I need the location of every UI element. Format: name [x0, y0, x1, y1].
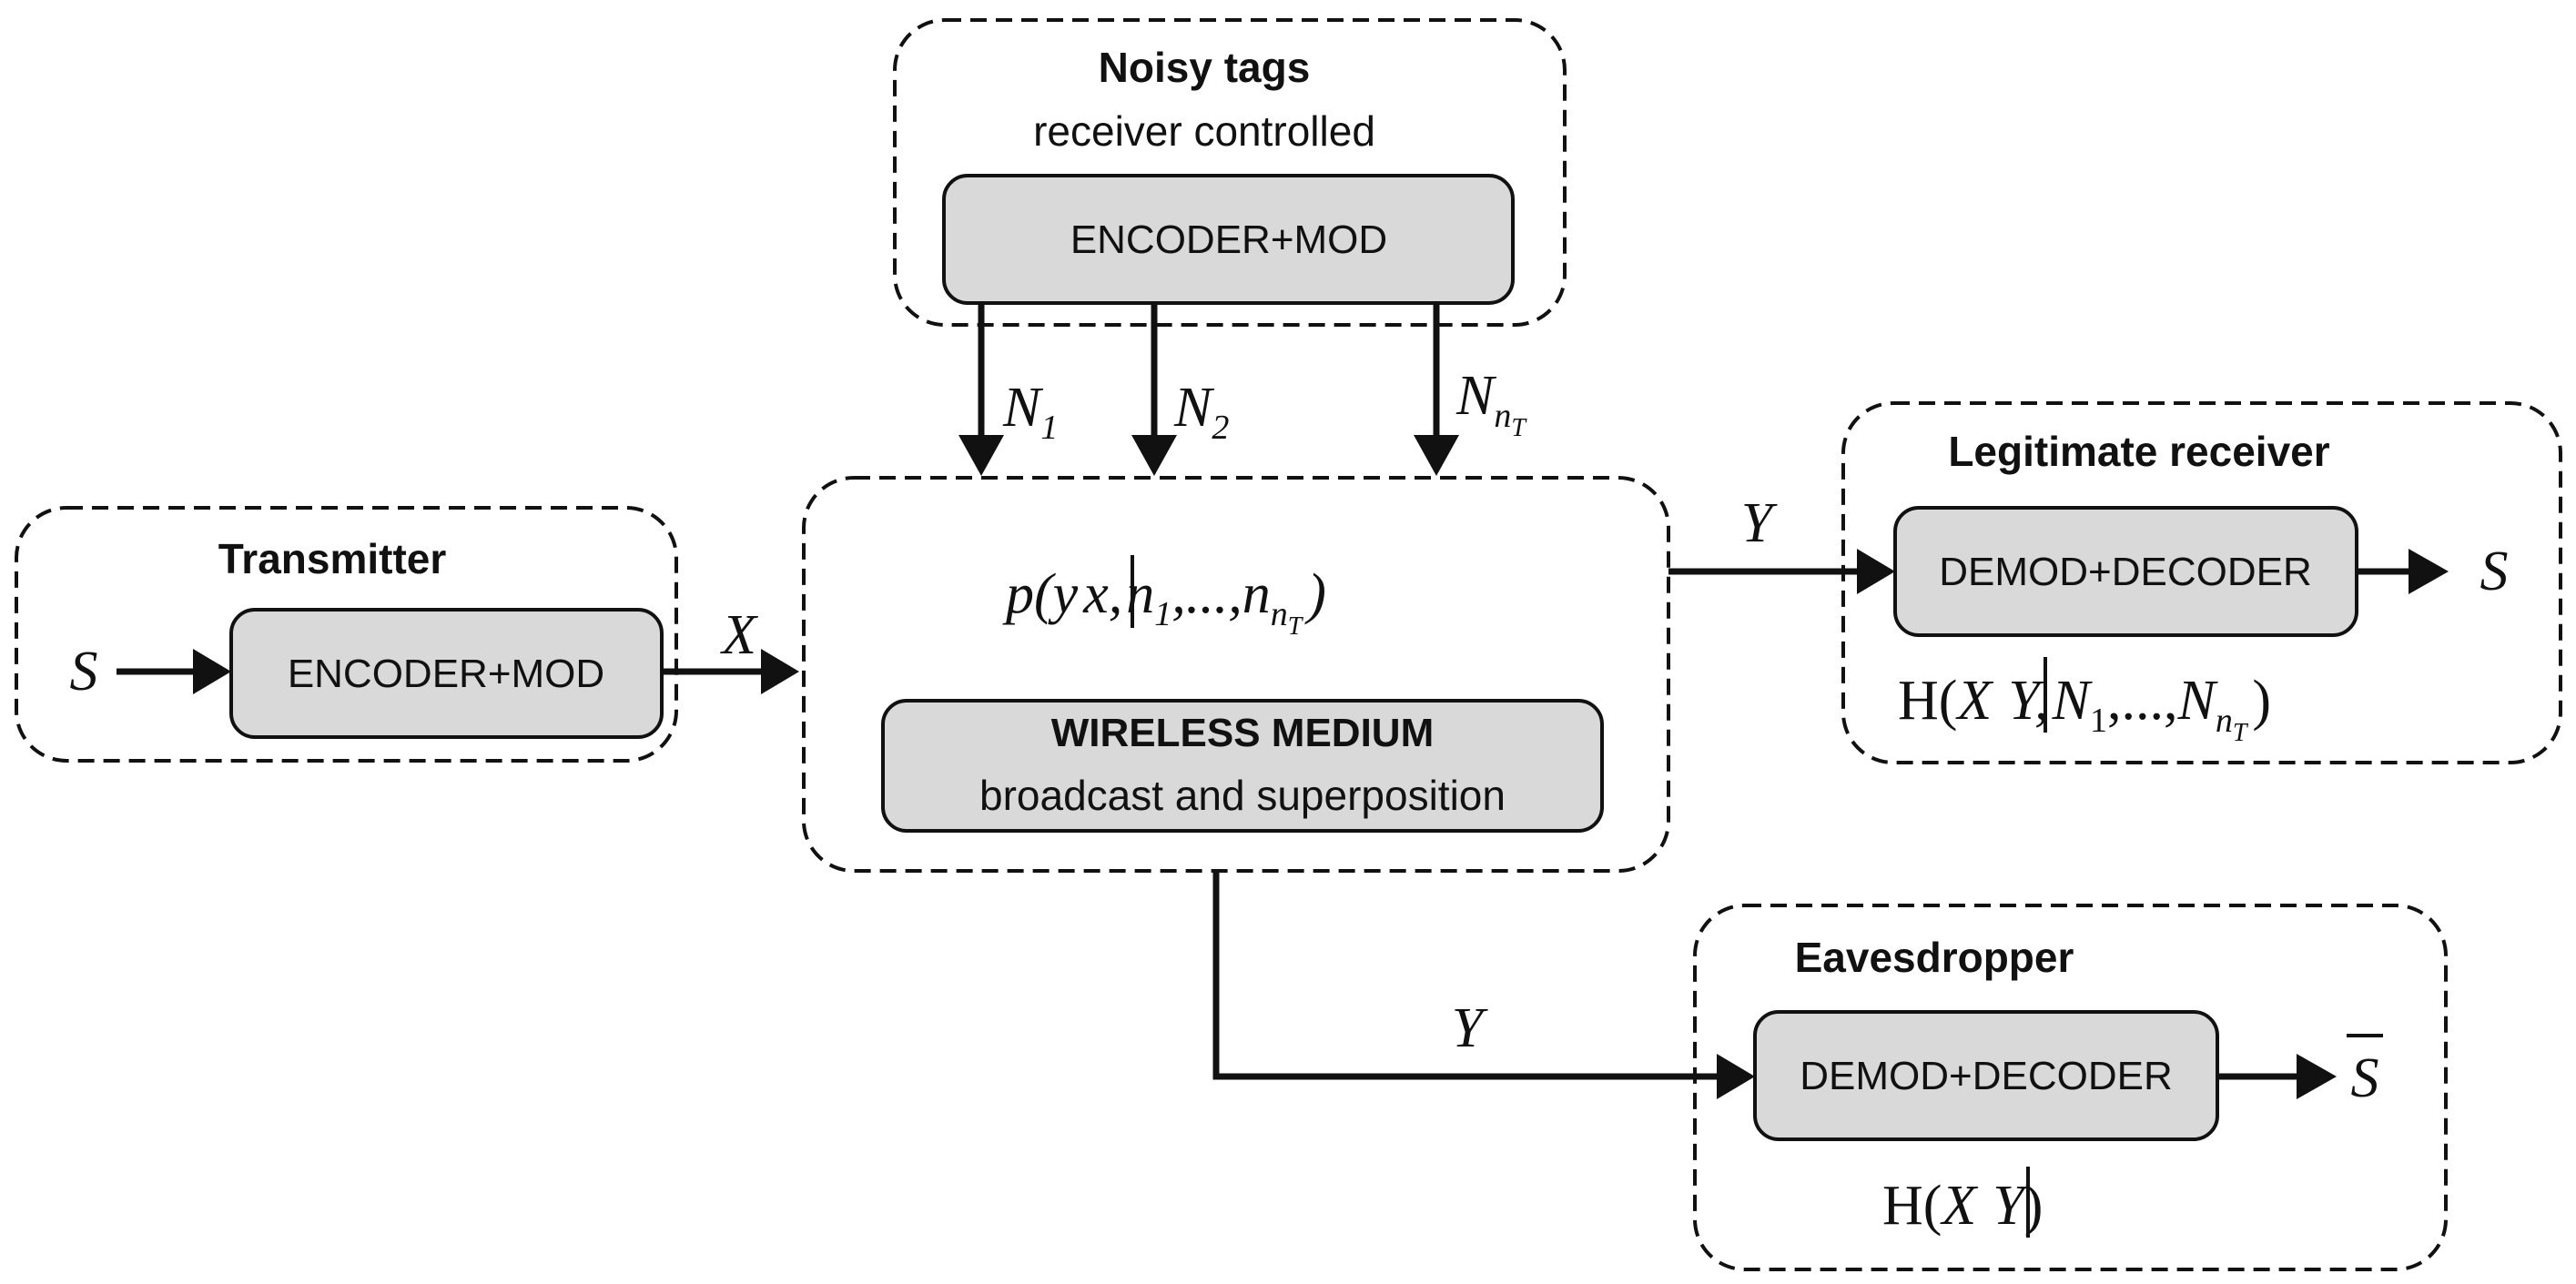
eavesdropper-title: Eavesdropper — [1795, 934, 2074, 981]
channel-boundary — [802, 476, 1670, 873]
source-S-label: S — [70, 641, 98, 703]
transmitter-boundary — [15, 506, 678, 763]
noise-arrow-1-head — [958, 435, 1004, 476]
legit-receiver-boundary — [1841, 401, 2562, 764]
transmitter-encoder-label: ENCODER+MOD — [288, 652, 604, 696]
channel-group: p(yx,n1,...,nnT) WIRELESS MEDIUM broadca… — [802, 476, 1670, 873]
noise-label-n: NnT — [1455, 365, 1527, 442]
wireless-medium-subtitle: broadcast and superposition — [979, 772, 1506, 819]
eve-decoder-label: DEMOD+DECODER — [1800, 1054, 2173, 1098]
y-arrow-legit: Y — [1668, 492, 1895, 594]
legit-receiver-title: Legitimate receiver — [1948, 428, 2329, 475]
transmitter-title: Transmitter — [218, 535, 447, 582]
eve-output-S-bar-label: S — [2351, 1047, 2379, 1109]
legit-decoder-label: DEMOD+DECODER — [1939, 550, 2312, 594]
source-arrow — [117, 649, 231, 694]
noise-arrow-3-head — [1414, 435, 1459, 476]
x-signal-label: X — [719, 604, 758, 666]
noisy-tags-encoder-label: ENCODER+MOD — [1070, 217, 1387, 262]
eve-output-arrow: S — [2217, 1034, 2383, 1109]
wireless-medium-block — [881, 699, 1604, 833]
noisy-tags-group: Noisy tags receiver controlled ENCODER+M… — [893, 18, 1567, 327]
noise-arrows: N1 N2 NnT — [958, 303, 1527, 476]
y-signal-label-legit: Y — [1741, 492, 1778, 554]
y-signal-label-eve: Y — [1452, 997, 1488, 1059]
noisy-tags-encoder-block — [942, 174, 1515, 305]
wireless-medium-title: WIRELESS MEDIUM — [1051, 711, 1434, 755]
noisy-tags-subtitle: receiver controlled — [1033, 107, 1375, 155]
noise-arrow-2-head — [1131, 435, 1177, 476]
y-arrow-eve: Y — [1212, 871, 1755, 1099]
legit-output-arrow: S — [2357, 541, 2509, 602]
noise-label-1: N1 — [1002, 377, 1058, 447]
channel-formula: p(yx,n1,...,nnT) — [1002, 563, 1326, 641]
x-arrow: X — [662, 604, 799, 694]
noisy-tags-boundary — [893, 18, 1567, 327]
legit-output-S-label: S — [2480, 541, 2509, 602]
transmitter-group: Transmitter ENCODER+MOD S — [15, 506, 678, 763]
noisy-tags-title: Noisy tags — [1099, 44, 1311, 91]
noise-label-2: N2 — [1173, 377, 1229, 447]
